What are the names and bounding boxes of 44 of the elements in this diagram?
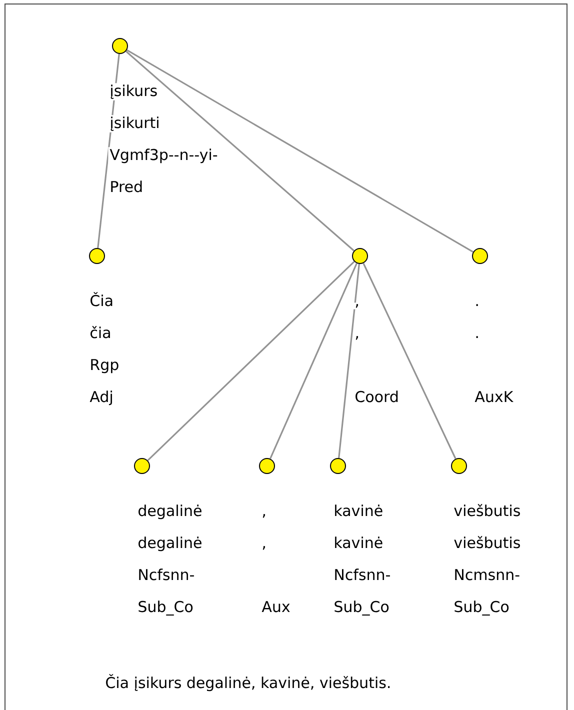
node-label: Sub_Co	[332, 599, 391, 618]
tree-edge	[126, 49, 474, 253]
node-label: degalinė	[136, 503, 204, 521]
node-label: ,	[353, 334, 361, 342]
tree-node-circle	[134, 458, 150, 474]
node-label: kavinė	[332, 535, 385, 550]
node-label: degalinė	[136, 535, 204, 553]
node-label: Pred	[108, 179, 145, 194]
node-label: Čia	[88, 290, 116, 308]
tree-node-circle	[352, 248, 368, 264]
node-label: ,	[260, 512, 268, 520]
tree-edge	[338, 264, 360, 458]
node-label: kavinė	[332, 503, 385, 518]
node-label: viešbutis	[452, 534, 522, 550]
node-label: AuxK	[473, 390, 515, 404]
tree-edge	[147, 260, 355, 462]
node-label: ,	[353, 302, 361, 310]
node-label: viešbutis	[452, 502, 522, 518]
node-label: Ncmsnn-	[452, 568, 522, 582]
node-label: Aux	[260, 600, 292, 614]
node-label: Ncfsnn-	[136, 567, 196, 582]
node-label: Sub_Co	[452, 599, 511, 618]
node-label: Coord	[353, 389, 400, 404]
node-label: ,	[260, 544, 268, 552]
tree-edge	[126, 50, 354, 252]
tree-edge	[270, 263, 358, 460]
tree-node-circle	[451, 458, 467, 474]
tree-node-circle	[472, 248, 488, 264]
node-label: Ncfsnn-	[332, 567, 392, 582]
sentence-caption: Čia įsikurs degalinė, kavinė, viešbutis.	[106, 674, 390, 692]
node-label: Adj	[88, 389, 115, 407]
node-label: .	[473, 302, 481, 308]
node-label: įsikurs	[108, 83, 160, 100]
tree-node-circle	[330, 458, 346, 474]
tree-node-circle	[259, 458, 275, 474]
node-label: Rgp	[88, 358, 121, 375]
tree-node-circle	[89, 248, 105, 264]
tree-edge	[362, 262, 456, 460]
node-label: čia	[88, 324, 113, 340]
node-label: įsikurti	[108, 115, 162, 132]
tree-node-circle	[112, 38, 128, 54]
node-label: Vgmf3p--n--yi-	[108, 147, 220, 165]
node-label: .	[473, 334, 481, 340]
node-label: Sub_Co	[136, 599, 195, 618]
